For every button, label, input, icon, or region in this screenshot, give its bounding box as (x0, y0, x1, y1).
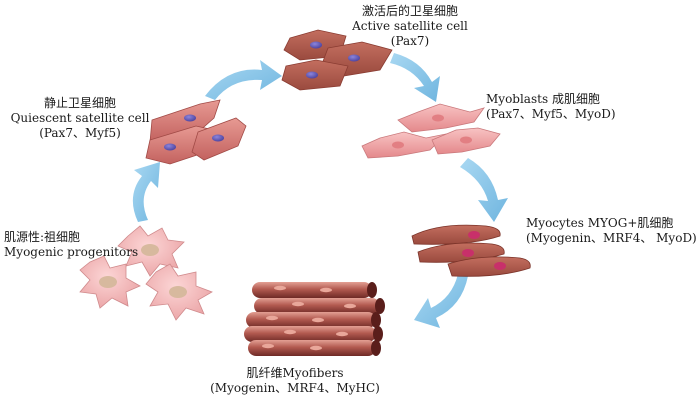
myoblast-cells (361, 103, 501, 159)
active-satellite-label: 激活后的卫星细胞 Active satellite cell (Pax7) (340, 4, 480, 49)
myofibers-label-markers: (Myogenin、MRF4、MyHC) (210, 381, 380, 395)
arrow-progenitors-to-quiescent (132, 162, 160, 222)
myoblasts-label-zh: 成肌细胞 (551, 92, 600, 106)
active-satellite-cells (281, 29, 393, 91)
cycle-arrows (132, 53, 508, 328)
myofibers-label: 肌纤维Myofibers (Myogenin、MRF4、MyHC) (195, 366, 395, 396)
arrow-quiescent-to-active (205, 60, 282, 100)
myocytes-label: Myocytes MYOG+肌细胞 (Myogenin、MRF4、 MyoD) (526, 216, 698, 246)
quiescent-satellite-label: 静止卫星细胞 Quiescent satellite cell (Pax7、My… (10, 96, 150, 141)
myocyte-cells (411, 224, 531, 277)
quiescent-satellite-label-markers: (Pax7、Myf5) (39, 126, 121, 140)
progenitor-cells (79, 225, 213, 321)
myocytes-label-zh: MYOG+肌细胞 (587, 216, 674, 230)
progenitors-label: 肌源性:祖细胞 Myogenic progenitors (4, 230, 154, 260)
quiescent-satellite-cells (145, 99, 247, 165)
myoblasts-label-en: Myoblasts (486, 92, 549, 106)
quiescent-satellite-label-zh: 静止卫星细胞 (43, 96, 116, 110)
quiescent-satellite-label-en: Quiescent satellite cell (10, 111, 150, 125)
progenitors-label-en: Myogenic progenitors (4, 245, 139, 259)
active-satellite-label-markers: (Pax7) (390, 34, 430, 48)
myocytes-label-en: Myocytes (526, 216, 584, 230)
myofiber-bundle (244, 282, 385, 356)
arrow-myoblasts-to-myocytes (460, 158, 508, 222)
myoblasts-label: Myoblasts 成肌细胞 (Pax7、Myf5、MyoD) (486, 92, 686, 122)
active-satellite-label-zh: 激活后的卫星细胞 (361, 4, 458, 18)
progenitors-label-zh: 肌源性:祖细胞 (4, 230, 81, 244)
arrow-myocytes-to-myofibers (414, 274, 468, 328)
active-satellite-label-en: Active satellite cell (352, 19, 468, 33)
myoblasts-label-markers: (Pax7、Myf5、MyoD) (486, 107, 616, 121)
arrow-active-to-myoblasts (390, 53, 440, 102)
myofibers-label-title: 肌纤维Myofibers (246, 366, 344, 380)
myocytes-label-markers: (Myogenin、MRF4、 MyoD) (526, 231, 697, 245)
